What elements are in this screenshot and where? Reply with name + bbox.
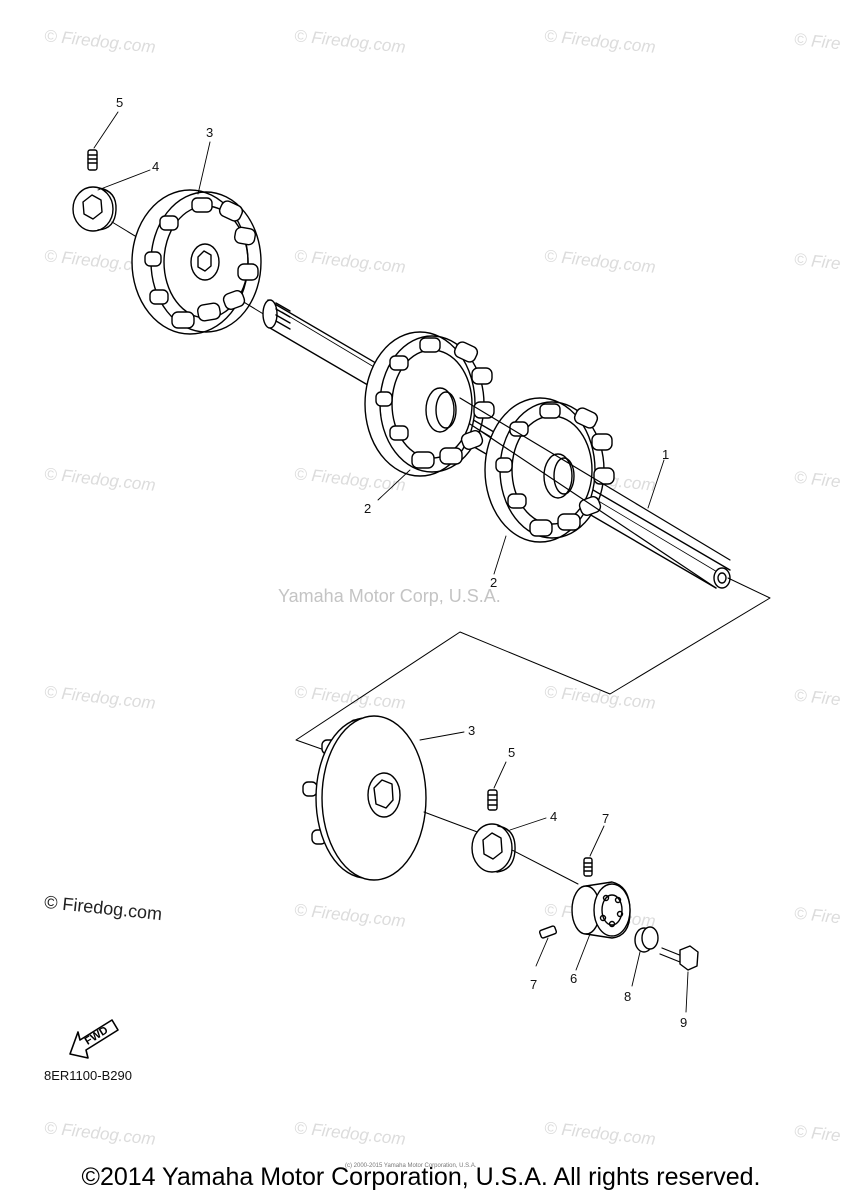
fwd-arrow-icon bbox=[69, 1019, 119, 1059]
tiny-copyright-note: (c) 2000-2015 Yamaha Motor Corporation, … bbox=[345, 1163, 477, 1169]
wheel-bottom bbox=[302, 715, 465, 881]
callout-8: 8 bbox=[624, 989, 632, 1004]
callout-7: 7 bbox=[602, 811, 610, 826]
set-screw-bottom bbox=[487, 761, 507, 811]
wheel-top bbox=[131, 189, 262, 335]
callout-6: 6 bbox=[570, 971, 578, 986]
center-watermark: Yamaha Motor Corp, U.S.A. bbox=[278, 586, 501, 606]
bearing bbox=[571, 881, 631, 971]
callout-1: 1 bbox=[662, 447, 670, 462]
part-code: 8ER1100-B290 bbox=[44, 1068, 132, 1083]
callout-2: 2 bbox=[490, 575, 498, 590]
set-screw-7-top bbox=[583, 825, 605, 877]
set-screw-top bbox=[87, 149, 98, 171]
sprocket-b bbox=[484, 397, 615, 543]
callout-9: 9 bbox=[680, 1015, 688, 1030]
callout-5: 5 bbox=[508, 745, 516, 760]
callout-5: 5 bbox=[116, 95, 124, 110]
collar-top bbox=[72, 186, 117, 232]
callout-3: 3 bbox=[206, 125, 214, 140]
sprocket-a bbox=[364, 331, 495, 477]
callout-4: 4 bbox=[550, 809, 558, 824]
callout-3: 3 bbox=[468, 723, 476, 738]
collar-bottom bbox=[471, 817, 547, 873]
bolt bbox=[659, 945, 699, 1013]
set-screw-7-bottom bbox=[535, 925, 558, 967]
nut bbox=[631, 926, 659, 987]
copyright: ©2014 Yamaha Motor Corporation, U.S.A. A… bbox=[81, 1163, 761, 1191]
callout-7: 7 bbox=[530, 977, 538, 992]
callout-4: 4 bbox=[152, 159, 160, 174]
callout-2: 2 bbox=[364, 501, 372, 516]
